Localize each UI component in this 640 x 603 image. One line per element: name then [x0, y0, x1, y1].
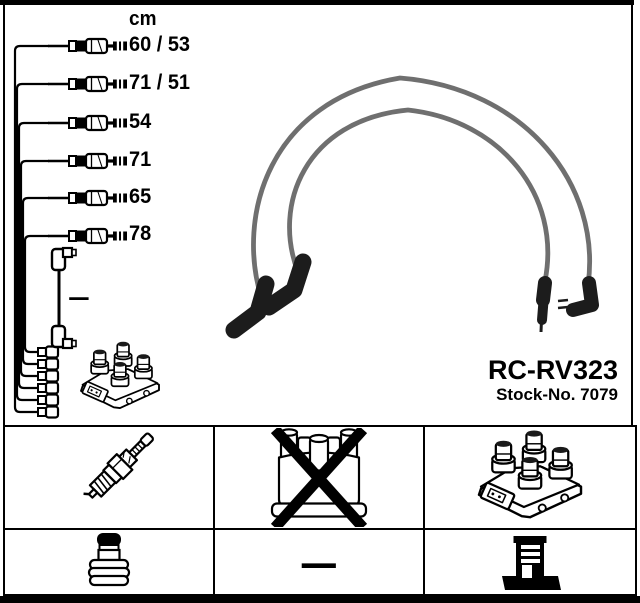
harness-diagram: [13, 37, 159, 419]
ignition-coil-icon: [445, 428, 615, 527]
legend-cell-distributor-cap-crossed: [215, 427, 425, 530]
cable-set-illustration: [225, 75, 599, 339]
unit-label: cm: [129, 8, 157, 30]
plug-terminal-icon: [87, 533, 131, 587]
legend-cell-plug-terminal: [5, 530, 215, 594]
coil-wire-no-length-marker: –: [68, 281, 90, 312]
legend-cell-dash: –: [215, 530, 425, 594]
frame-left-edge: [3, 5, 5, 425]
distributor-cap-crossed-icon: [270, 428, 368, 527]
lead-length-label: 54: [129, 110, 152, 133]
lead-length-label: 65: [129, 185, 152, 208]
measured-lead-icons: [46, 37, 129, 245]
legend-cell-coil-tower: [425, 530, 635, 594]
crossed-out-x: [270, 428, 368, 527]
application-legend-grid: –: [3, 425, 637, 596]
lead-length-label: 60 / 53: [129, 33, 191, 56]
ignition-coil-small-icon: [81, 342, 159, 408]
cable-boot-icon: [260, 253, 312, 316]
harness-plug-icons: [36, 345, 60, 419]
spark-plug-icon: [83, 432, 154, 499]
product-code: RC-RV323: [487, 355, 618, 385]
coil-wire-icon: [50, 246, 77, 350]
coil-tower-icon: [502, 536, 561, 590]
cable-boot-icon: [225, 275, 275, 339]
stock-number: 7079: [580, 384, 618, 404]
stock-number-line: Stock-No. 7079: [488, 384, 618, 405]
frame-right-edge: [631, 5, 633, 425]
cable-end-elbow-icon: [557, 276, 599, 317]
legend-cell-ignition-coil: [425, 427, 635, 530]
product-id-block: RC-RV323 Stock-No. 7079: [487, 355, 618, 405]
lead-length-label: 71: [129, 148, 152, 171]
cable-end-connector-icon: [536, 276, 552, 333]
lead-length-label: 71 / 51: [129, 71, 191, 94]
frame-top-bar: [0, 0, 634, 5]
legend-cell-spark-plug: [5, 427, 215, 530]
lead-length-label: 78: [129, 222, 152, 245]
stock-label: Stock-No.: [496, 384, 576, 404]
frame-bottom-bar: [0, 596, 640, 603]
